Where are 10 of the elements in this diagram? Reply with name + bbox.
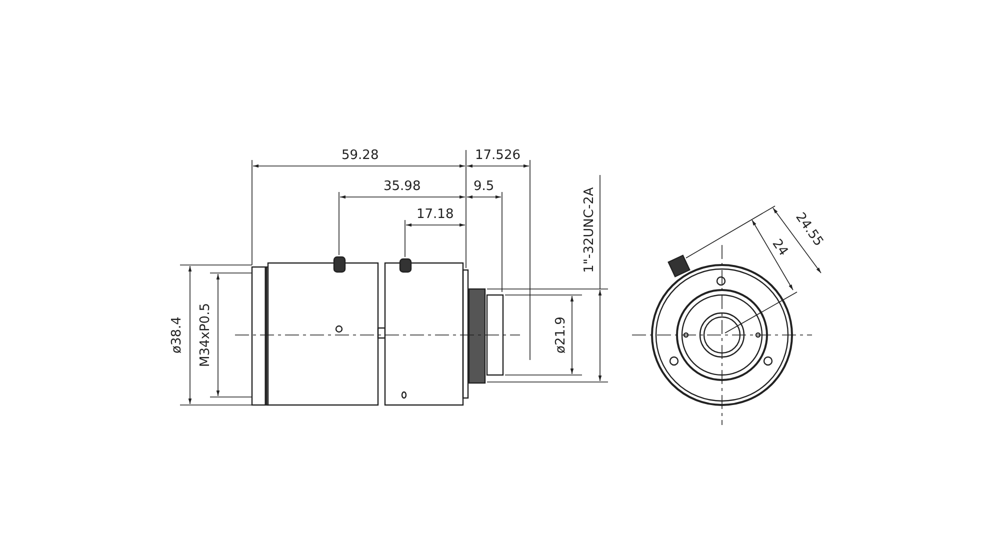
dimension-value: 17.18 xyxy=(416,208,454,222)
dimension-value: ø21.9 xyxy=(554,316,568,354)
dimension-value: 17.526 xyxy=(475,149,520,163)
dimension-value: M34xP0.5 xyxy=(198,303,213,367)
dimension-value: ø38.4 xyxy=(170,316,184,354)
dimension-value: 1"-32UNC-2A xyxy=(582,187,597,273)
dimension-value: 9.5 xyxy=(474,180,494,194)
dimension-value: 24 xyxy=(768,237,790,259)
dimension-value: 35.98 xyxy=(384,180,421,194)
dimension-value: 59.28 xyxy=(342,149,379,163)
